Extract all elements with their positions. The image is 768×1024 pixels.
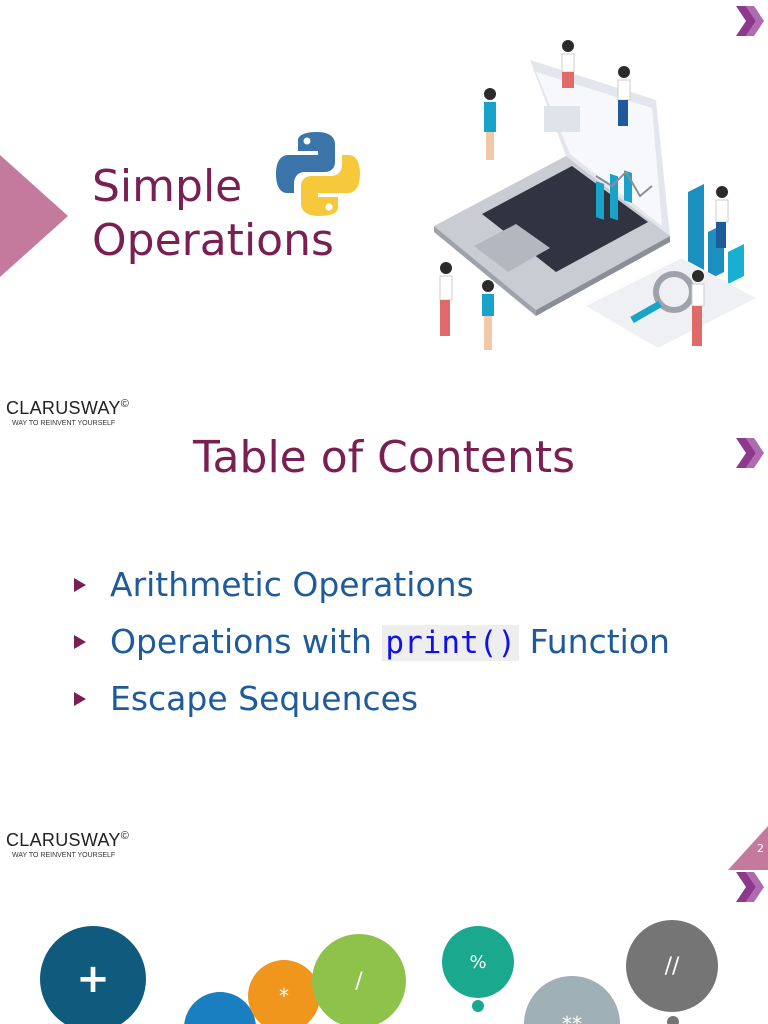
double-chevron-right-icon[interactable] <box>734 436 764 470</box>
triangle-bullet-icon <box>74 691 86 706</box>
bubble-dot <box>472 1000 484 1012</box>
bubble-dot <box>667 1016 679 1024</box>
toc-item-code: print() <box>382 625 520 661</box>
triangle-bullet-icon <box>74 634 86 649</box>
python-logo-icon <box>276 132 360 216</box>
toc-item-label: Arithmetic Operations <box>110 565 474 604</box>
slide-title: Simple Operations <box>0 0 768 390</box>
operator-bubble-multiply: * <box>248 960 320 1024</box>
laptop-analytics-illustration <box>434 40 756 350</box>
toc-item-escape[interactable]: Escape Sequences <box>74 670 670 727</box>
slide-title-line1: Simple <box>92 161 243 212</box>
logo-tagline: WAY TO REINVENT YOURSELF <box>12 420 116 427</box>
operator-bubble-power: ** <box>524 976 620 1024</box>
toc-item-text-after: Function <box>519 622 670 661</box>
logo-tagline: WAY TO REINVENT YOURSELF <box>12 852 116 859</box>
slide-operators: + - * / % ** // <box>0 870 768 1024</box>
double-chevron-right-icon[interactable] <box>734 870 764 904</box>
operator-bubble-modulo: % <box>442 926 514 998</box>
slide-accent-triangle <box>0 155 68 277</box>
toc-item-arithmetic[interactable]: Arithmetic Operations <box>74 556 670 613</box>
logo-copyright: © <box>120 398 130 410</box>
toc-item-label: Escape Sequences <box>110 679 419 718</box>
operator-bubble-divide: / <box>312 934 406 1024</box>
toc-list: Arithmetic Operations Operations with pr… <box>74 556 670 727</box>
logo-copyright: © <box>120 830 130 842</box>
toc-item-print[interactable]: Operations with print() Function <box>74 613 670 670</box>
operator-bubble-floor-divide: // <box>626 920 718 1012</box>
clarusway-logo: CLARUSWAY© WAY TO REINVENT YOURSELF <box>6 398 129 427</box>
clarusway-logo: CLARUSWAY© WAY TO REINVENT YOURSELF <box>6 830 129 859</box>
logo-brand: CLARUSWAY <box>6 830 121 850</box>
toc-item-text-before: Operations with <box>110 622 383 661</box>
operator-bubble-plus: + <box>40 926 146 1024</box>
toc-title: Table of Contents <box>192 432 576 483</box>
page-number: 2 <box>757 842 764 855</box>
logo-brand: CLARUSWAY <box>6 398 121 418</box>
double-chevron-right-icon[interactable] <box>734 4 764 38</box>
operator-bubble-minus: - <box>184 992 256 1024</box>
toc-item-label: Operations with print() Function <box>110 622 670 661</box>
slide-table-of-contents: CLARUSWAY© WAY TO REINVENT YOURSELF Tabl… <box>0 390 768 870</box>
slide-title-line2: Operations <box>92 215 334 266</box>
triangle-bullet-icon <box>74 577 86 592</box>
page-number-corner <box>728 826 768 870</box>
